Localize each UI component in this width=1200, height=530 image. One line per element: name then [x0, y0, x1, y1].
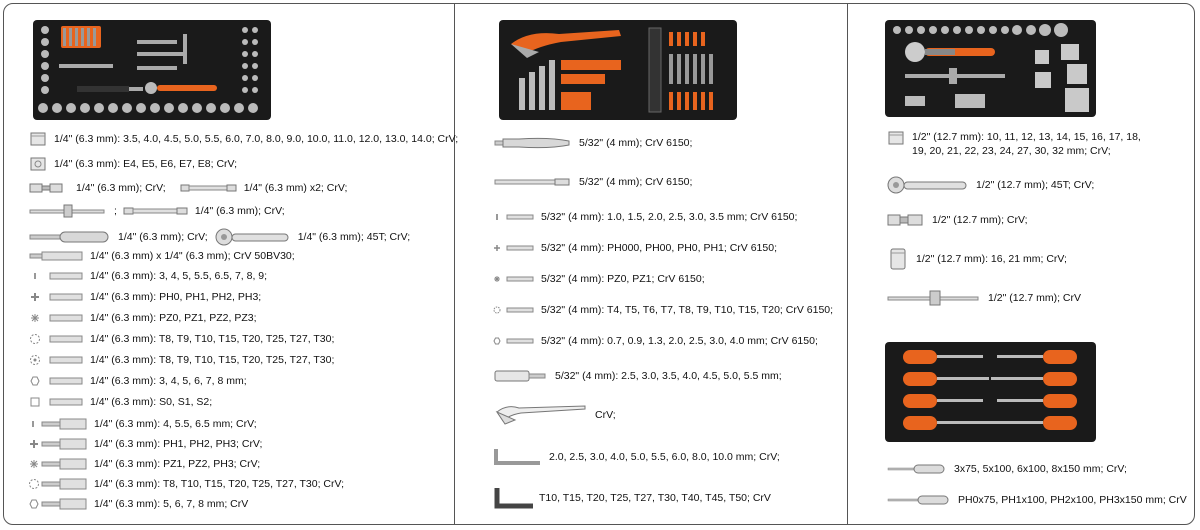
phillips-bit-icon — [493, 242, 535, 254]
bit-driver-icon — [28, 230, 112, 244]
tray-screwdriver-image — [903, 350, 1077, 430]
extension-rod-icon — [493, 176, 573, 188]
item-text: 1/4" (6.3 mm); CrV; — [118, 231, 208, 243]
item-text: 1/2" (12.7 mm); 45T; CrV; — [976, 179, 1095, 191]
tray-precision-set — [499, 20, 737, 120]
hex-bit-icon — [28, 375, 84, 387]
item-text: ; — [114, 205, 117, 217]
item-text: 1/4" (6.3 mm): T8, T9, T10, T15, T20, T2… — [90, 333, 335, 345]
torx-socket-icon — [28, 156, 48, 172]
item-text: 1/4" (6.3 mm): PH1, PH2, PH3; CrV; — [94, 438, 263, 450]
item-text: 2.0, 2.5, 3.0, 4.0, 5.0, 5.5, 6.0, 8.0, … — [549, 451, 780, 463]
bit-adapter-icon — [28, 250, 84, 262]
item-text: 1/4" (6.3 mm); CrV; — [76, 182, 166, 194]
tray-screwdriver-set — [885, 342, 1096, 442]
item-text: PH0x75, PH1x100, PH2x100, PH3x150 mm; Cr… — [958, 494, 1187, 506]
item-text: 1/4" (6.3 mm): T8, T9, T10, T15, T20, T2… — [90, 354, 335, 366]
phillips-socket-bit-icon — [28, 437, 88, 451]
item-text: 1/4" (6.3 mm): T8, T10, T15, T20, T25, T… — [94, 478, 345, 490]
socket-bit-icon — [493, 368, 549, 384]
column-quarter-inch: 1/4" (6.3 mm): 3.5, 4.0, 4.5, 5.0, 5.5, … — [0, 0, 458, 530]
tray-precision-image — [511, 27, 713, 113]
flat-bit-icon — [28, 270, 84, 282]
flat-bit-icon — [493, 211, 535, 223]
bit-handle-icon — [493, 135, 573, 151]
item-text: 1/4" (6.3 mm): 3, 4, 5, 5.5, 6.5, 7, 8, … — [90, 270, 268, 282]
item-text: 1/4" (6.3 mm): E4, E5, E6, E7, E8; CrV; — [54, 158, 238, 170]
item-text: 1/4" (6.3 mm): 4, 5.5, 6.5 mm; CrV; — [94, 418, 257, 430]
item-text: 5/32" (4 mm): 1.0, 1.5, 2.0, 2.5, 3.0, 3… — [541, 211, 798, 223]
square-bit-icon — [28, 396, 84, 408]
t-handle-icon — [28, 204, 108, 218]
extension-bar-icon — [180, 182, 238, 194]
torx-bit-icon — [493, 304, 535, 316]
column-half-inch: 1/2" (12.7 mm): 10, 11, 12, 13, 14, 15, … — [848, 0, 1200, 530]
item-text: 1/2" (12.7 mm); CrV; — [932, 214, 1028, 226]
item-text: 1/4" (6.3 mm): S0, S1, S2; — [90, 396, 213, 408]
socket-icon — [886, 130, 906, 146]
pozi-socket-bit-icon — [28, 457, 88, 471]
item-text: 5/32" (4 mm): PH000, PH00, PH0, PH1; CrV… — [541, 242, 777, 254]
item-text-line1: 1/2" (12.7 mm): 10, 11, 12, 13, 14, 15, … — [912, 131, 1141, 143]
item-text: 1/4" (6.3 mm): 3, 4, 5, 6, 7, 8 mm; — [90, 375, 247, 387]
flat-screwdriver-icon — [886, 462, 948, 476]
torx-tamper-bit-icon — [28, 354, 84, 366]
pozi-bit-icon — [493, 273, 535, 285]
item-text: 1/4" (6.3 mm): 3.5, 4.0, 4.5, 5.0, 5.5, … — [54, 133, 459, 145]
tray-quarter-inch-set — [33, 20, 271, 120]
ratchet-icon — [886, 175, 970, 195]
item-text: 5/32" (4 mm): T4, T5, T6, T7, T8, T9, T1… — [541, 304, 834, 316]
column-divider — [847, 3, 848, 525]
column-divider — [454, 3, 455, 525]
tray-quarter-inch-image — [38, 26, 258, 113]
item-text: 1/4" (6.3 mm): PZ1, PZ2, PH3; CrV; — [94, 458, 261, 470]
item-text: 1/4" (6.3 mm); 45T; CrV; — [297, 231, 411, 243]
item-text: CrV; — [595, 409, 616, 421]
item-text: 1/4" (6.3 mm): 5, 6, 7, 8 mm; CrV — [94, 498, 249, 510]
item-text: 5/32" (4 mm); CrV 6150; — [579, 137, 693, 149]
hex-bit-icon — [493, 335, 535, 347]
tray-half-inch-image — [893, 23, 1089, 112]
extension-bar-icon — [123, 205, 189, 217]
item-text: 5/32" (4 mm); CrV 6150; — [579, 176, 693, 188]
tray-half-inch-set — [885, 20, 1096, 117]
socket-icon — [28, 131, 48, 147]
page-frame — [3, 3, 1195, 525]
item-text: 1/2" (12.7 mm): 16, 21 mm; CrV; — [916, 253, 1067, 265]
item-text: 5/32" (4 mm): 2.5, 3.0, 3.5, 4.0, 4.5, 5… — [555, 370, 782, 382]
torx-key-icon — [493, 486, 535, 510]
item-text: T10, T15, T20, T25, T27, T30, T40, T45, … — [539, 492, 771, 504]
universal-joint-icon — [28, 181, 70, 195]
pliers-icon — [493, 402, 589, 428]
item-text: 3x75, 5x100, 6x100, 8x150 mm; CrV; — [954, 463, 1127, 475]
flat-socket-bit-icon — [28, 417, 88, 431]
phillips-screwdriver-icon — [886, 493, 952, 507]
deep-socket-icon — [886, 248, 910, 270]
item-text: 1/2" (12.7 mm); CrV — [988, 292, 1081, 304]
item-text: 1/4" (6.3 mm): PH0, PH1, PH2, PH3; — [90, 291, 262, 303]
item-text: 1/4" (6.3 mm) x2; CrV; — [243, 182, 348, 194]
hex-key-icon — [493, 446, 543, 468]
item-text: 1/4" (6.3 mm): PZ0, PZ1, PZ2, PZ3; — [90, 312, 257, 324]
t-handle-icon — [886, 289, 982, 307]
column-precision: 5/32" (4 mm); CrV 6150; 5/32" (4 mm); Cr… — [455, 0, 847, 530]
universal-joint-icon — [886, 212, 926, 228]
item-text-line2: 19, 20, 21, 22, 23, 24, 27, 30, 32 mm; C… — [912, 145, 1111, 157]
item-text: 5/32" (4 mm): 0.7, 0.9, 1.3, 2.0, 2.5, 3… — [541, 335, 818, 347]
item-text: 1/4" (6.3 mm) x 1/4" (6.3 mm); CrV 50BV3… — [90, 250, 295, 262]
item-text: 5/32" (4 mm): PZ0, PZ1; CrV 6150; — [541, 273, 705, 285]
hex-socket-bit-icon — [28, 497, 88, 511]
item-text: 1/4" (6.3 mm); CrV; — [194, 205, 285, 217]
item-text: 1/2" (12.7 mm): 10, 11, 12, 13, 14, 15, … — [906, 130, 1141, 158]
pozi-bit-icon — [28, 312, 84, 324]
torx-socket-bit-icon — [28, 477, 88, 491]
phillips-bit-icon — [28, 291, 84, 303]
torx-bit-icon — [28, 333, 84, 345]
ratchet-icon — [214, 227, 292, 247]
